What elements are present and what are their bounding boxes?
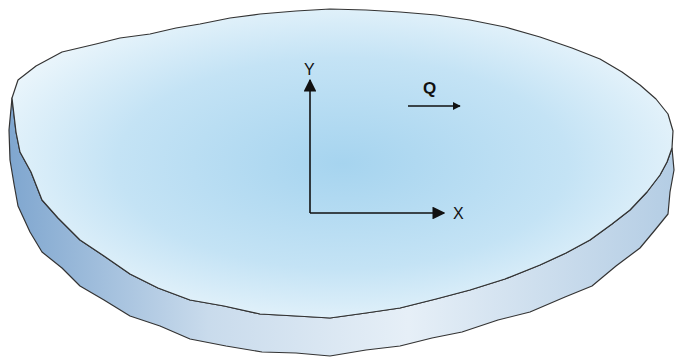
y-axis bbox=[309, 80, 311, 213]
flow-label: Q bbox=[423, 80, 436, 97]
x-axis bbox=[310, 212, 444, 214]
axis-label: X bbox=[453, 206, 464, 222]
axis-label: Y bbox=[304, 62, 315, 78]
flow-arrow bbox=[408, 105, 460, 106]
slab-top-surface bbox=[12, 9, 673, 318]
